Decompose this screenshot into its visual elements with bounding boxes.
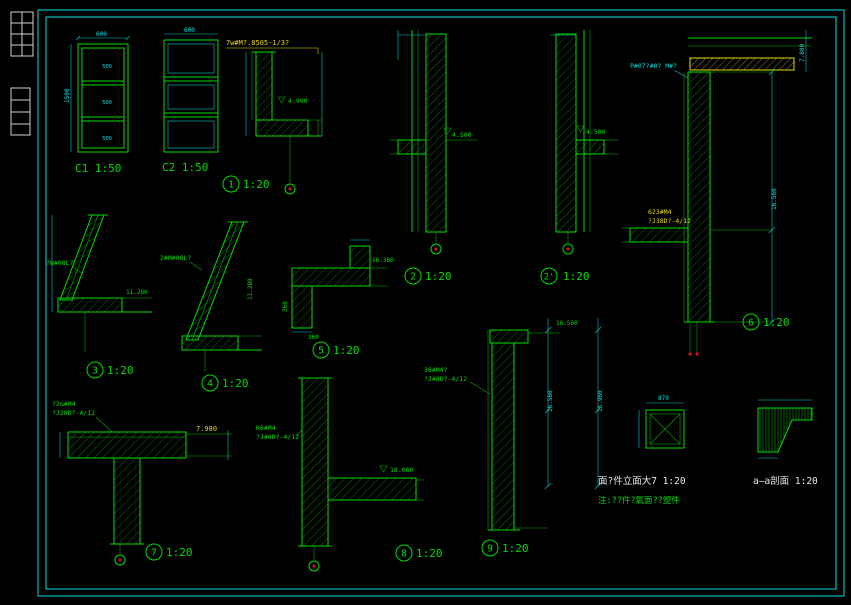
detail-9-scale: 1:20: [502, 542, 529, 555]
detail-2-dim: 4.500: [452, 131, 472, 139]
detail-3-note: ?W#08L?: [46, 259, 73, 267]
detail-2-prime-scale: 1:20: [563, 270, 590, 283]
detail-6-number: 6: [748, 318, 754, 329]
detail-4: 2#M#08L? 11.280 4 1:20: [160, 221, 262, 392]
detail-8-note-2: ?J#8D?-4/12: [256, 433, 299, 441]
detail-8-note-1: K6#M4: [256, 424, 276, 432]
detail-2-number: 2: [410, 272, 416, 283]
detail-8-number: 8: [401, 549, 407, 560]
detail-3-dim: 11.280: [126, 289, 148, 296]
detail-5-dim-bottom: 360: [308, 334, 319, 341]
c1-cell-dim-2: 500: [102, 100, 112, 106]
detail-2-prime-number: 2': [544, 273, 555, 283]
elevation-caption: 面?件立面大7 1:20: [598, 475, 686, 487]
c2-label: C2 1:50: [162, 161, 208, 174]
c1-label: C1 1:50: [75, 162, 121, 175]
detail-7-scale: 1:20: [166, 546, 193, 559]
detail-5-dim-top: 16.380: [372, 257, 394, 264]
frame-elevation: 870: [638, 395, 685, 449]
detail-6: P#07?#0? M#? 7.800 623#M4 ?J38D?-4/12 16…: [622, 30, 812, 356]
c1-cell-dim-1: 500: [102, 64, 112, 70]
detail-6-note-yellow-1: 623#M4: [648, 208, 672, 216]
frame-elevation-dim: 870: [658, 395, 669, 402]
detail-7-number: 7: [151, 548, 157, 559]
detail-7-note-2: ?J28D?-4/12: [52, 409, 95, 417]
c2-top-dim: 600: [184, 27, 195, 34]
detail-7-dim: 7.980: [196, 425, 217, 433]
detail-4-scale: 1:20: [222, 377, 249, 390]
sheet-edge-strip: [10, 11, 34, 136]
detail-8: K6#M4 ?J#8D?-4/12 18.060 8 1:20: [256, 377, 443, 572]
section-aa: a—a剖面 1:20: [753, 399, 818, 487]
detail-4-note: 2#M#08L?: [160, 254, 191, 262]
detail-7-note-1: ?2&#M4: [52, 400, 76, 408]
detail-9-dim-top: 16.560: [556, 320, 578, 327]
detail-5: 16.380 360 360 5 1:20: [282, 239, 394, 359]
detail-1-dim: 4.900: [288, 97, 308, 105]
c1-side-dim: 1500: [64, 88, 71, 103]
detail-3-number: 3: [92, 366, 98, 377]
detail-6-dim-side: 16.560: [771, 188, 778, 210]
detail-9-dim-left: 16.560: [547, 390, 554, 412]
detail-6-note-cyan: P#07?#0? M#?: [630, 62, 677, 70]
detail-8-scale: 1:20: [416, 547, 443, 560]
window-c2: 600 C2 1:50: [162, 27, 219, 174]
detail-5-number: 5: [318, 346, 324, 357]
detail-5-dim-side: 360: [282, 301, 289, 312]
detail-9-number: 9: [487, 544, 493, 555]
detail-1-note: 7w#M?.8505-1/3?: [226, 39, 289, 47]
detail-6-dim-top: 7.800: [799, 44, 806, 62]
detail-9-dim-right: 15.960: [597, 390, 604, 412]
detail-6-note-yellow-2: ?J38D?-4/12: [648, 217, 691, 225]
detail-6-scale: 1:20: [763, 316, 790, 329]
section-aa-caption: a—a剖面 1:20: [753, 475, 818, 487]
detail-2-prime-dim: 4.500: [586, 128, 606, 136]
window-c1: 600 1500 500 500 500 C1 1:50: [64, 31, 131, 175]
detail-3-scale: 1:20: [107, 364, 134, 377]
detail-2: 4.500 2 1:20: [390, 30, 478, 285]
c1-cell-dim-3: 500: [102, 136, 112, 142]
detail-1-scale: 1:20: [243, 178, 270, 191]
detail-4-number: 4: [207, 379, 213, 390]
detail-8-dim: 18.060: [390, 466, 414, 474]
detail-7: ?2&#M4 ?J28D?-4/12 7.980 7 1:20: [52, 400, 232, 566]
detail-9-note-2: ?J#8D?-4/12: [424, 375, 467, 383]
detail-9: 36#M4? ?J#8D?-4/12 16.560 16.560 15.960 …: [424, 318, 604, 557]
detail-1: 7w#M?.8505-1/3? 4.900 1 1:20: [222, 39, 323, 195]
detail-5-scale: 1:20: [333, 344, 360, 357]
detail-2-prime: 4.500 2' 1:20: [540, 30, 618, 285]
c1-top-dim: 600: [96, 31, 107, 38]
detail-9-note-1: 36#M4?: [424, 366, 448, 374]
detail-2-scale: 1:20: [425, 270, 452, 283]
detail-1-number: 1: [228, 180, 234, 191]
detail-4-dim: 11.280: [247, 278, 254, 300]
detail-3: ?W#08L? 11.280 3 1:20: [46, 214, 152, 379]
drawing-frame: [37, 9, 845, 597]
material-note: 注:??件?氧面??塑件: [598, 495, 680, 506]
